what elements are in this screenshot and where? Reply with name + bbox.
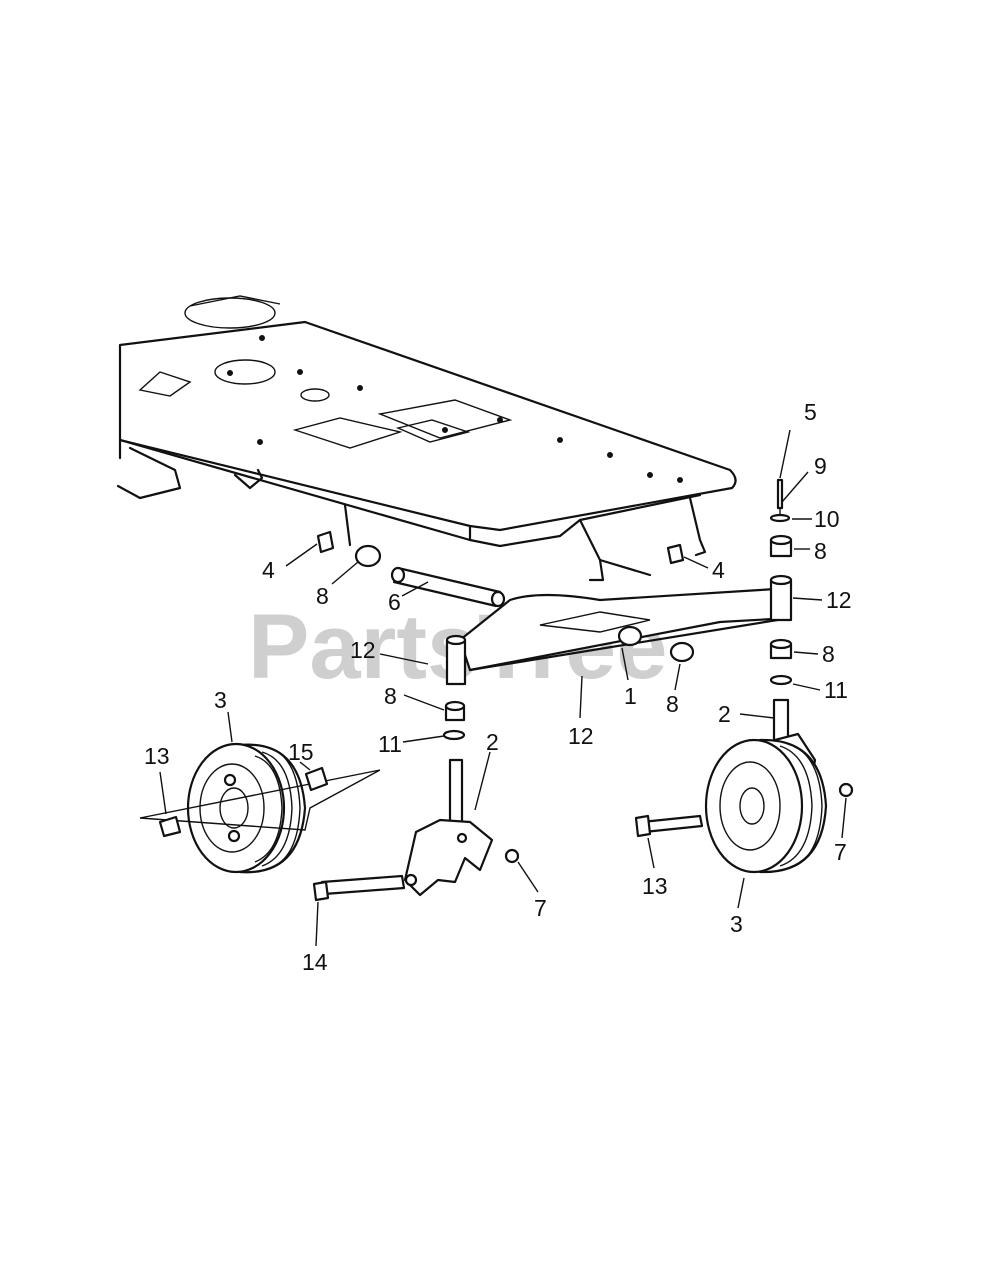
- callout-4: 4: [712, 557, 725, 583]
- right-wheel: [704, 738, 828, 874]
- callout-6: 6: [388, 589, 401, 615]
- axle-bolt: [312, 814, 704, 902]
- leader-lines: [159, 429, 847, 947]
- axis-line: [139, 769, 381, 831]
- callout-3: 3: [214, 687, 227, 713]
- front-axle: [458, 586, 792, 672]
- callout-2: 2: [486, 729, 499, 755]
- callout-4: 4: [262, 557, 275, 583]
- callout-13: 13: [642, 873, 668, 899]
- frame: [116, 295, 737, 582]
- callout-14: 14: [302, 949, 328, 975]
- callout-10: 10: [814, 506, 840, 532]
- callout-9: 9: [814, 453, 827, 479]
- left-wheel: [186, 742, 307, 874]
- lock-nut: [504, 848, 520, 864]
- callout-7: 7: [534, 895, 547, 921]
- callout-1: 1: [624, 683, 637, 709]
- pivot-rod: [390, 566, 506, 608]
- callout-12: 12: [350, 637, 376, 663]
- callout-2: 2: [718, 701, 731, 727]
- callouts: 5 9 10 8 12 8 11 2 4 4 8 6 12 8 11 2 1 8…: [144, 399, 852, 975]
- bushing: [354, 544, 382, 568]
- lock-nut: [838, 782, 854, 798]
- callout-3: 3: [730, 911, 743, 937]
- callout-12: 12: [826, 587, 852, 613]
- callout-8: 8: [316, 583, 329, 609]
- callout-8: 8: [666, 691, 679, 717]
- left-spindle: [403, 634, 494, 897]
- callout-8: 8: [384, 683, 397, 709]
- callout-8: 8: [814, 538, 827, 564]
- callout-13: 13: [144, 743, 170, 769]
- hub-cap: [158, 815, 182, 838]
- callout-11: 11: [824, 677, 848, 703]
- callout-7: 7: [834, 839, 847, 865]
- callout-12: 12: [568, 723, 594, 749]
- callout-11: 11: [378, 731, 402, 757]
- callout-15: 15: [288, 739, 314, 765]
- callout-5: 5: [804, 399, 817, 425]
- hub-nut: [304, 766, 329, 792]
- bolt: [316, 530, 685, 565]
- callout-8: 8: [822, 641, 835, 667]
